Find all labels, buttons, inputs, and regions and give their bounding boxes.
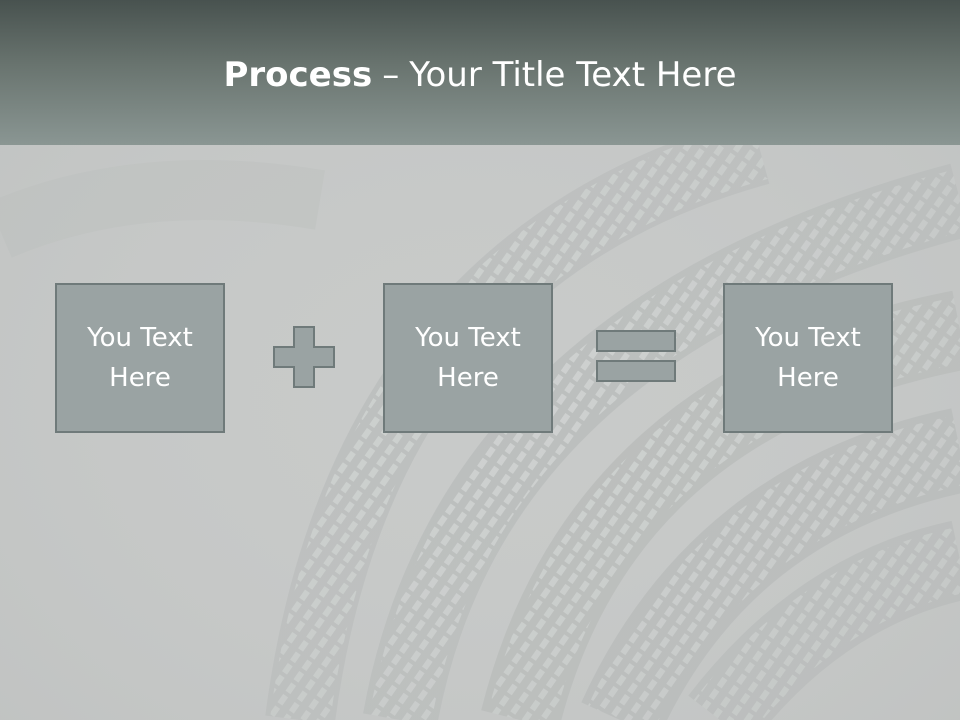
process-box-1[interactable]: You Text Here [55,283,225,433]
title-rest-text: Your Title Text Here [409,55,737,95]
equals-icon [596,330,676,382]
slide-title: Process – Your Title Text Here [0,0,960,150]
process-box-3-text: You Text Here [755,323,861,393]
plus-icon [273,326,335,388]
title-separator: – [382,55,400,95]
title-bar [0,0,960,145]
title-bold-text: Process [223,55,373,95]
process-box-1-text: You Text Here [87,323,193,393]
process-box-2[interactable]: You Text Here [383,283,553,433]
process-box-3[interactable]: You Text Here [723,283,893,433]
process-box-2-text: You Text Here [415,323,521,393]
